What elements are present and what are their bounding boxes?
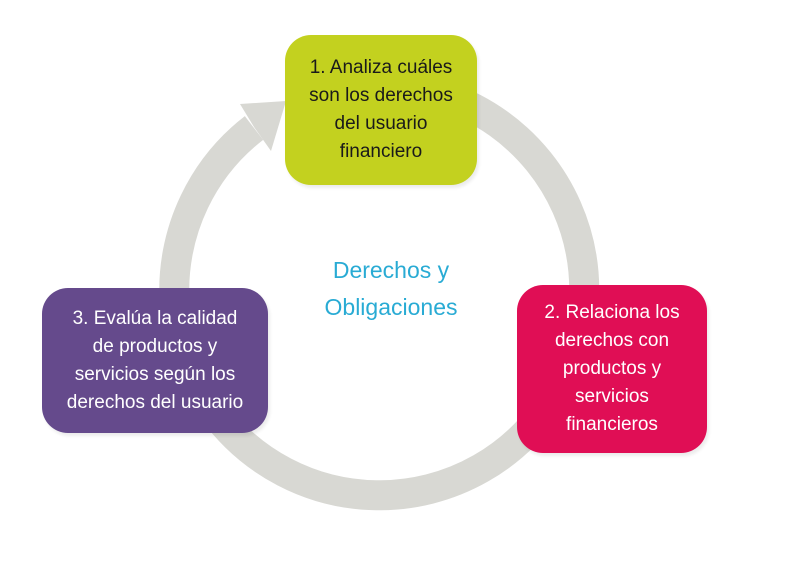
- step-2-label: 2. Relaciona los derechos con productos …: [544, 302, 680, 435]
- cycle-arrowhead-icon: [240, 101, 286, 151]
- step-box-3: 3. Evalúa la calidad de productos y serv…: [42, 288, 268, 433]
- diagram-center-title: Derechos y Obligaciones: [324, 257, 458, 320]
- step-box-1: 1. Analiza cuáles son los derechos del u…: [285, 35, 477, 185]
- step-box-2: 2. Relaciona los derechos con productos …: [517, 285, 707, 453]
- step-1-label: 1. Analiza cuáles son los derechos del u…: [309, 57, 453, 162]
- step-3-label: 3. Evalúa la calidad de productos y serv…: [66, 307, 244, 413]
